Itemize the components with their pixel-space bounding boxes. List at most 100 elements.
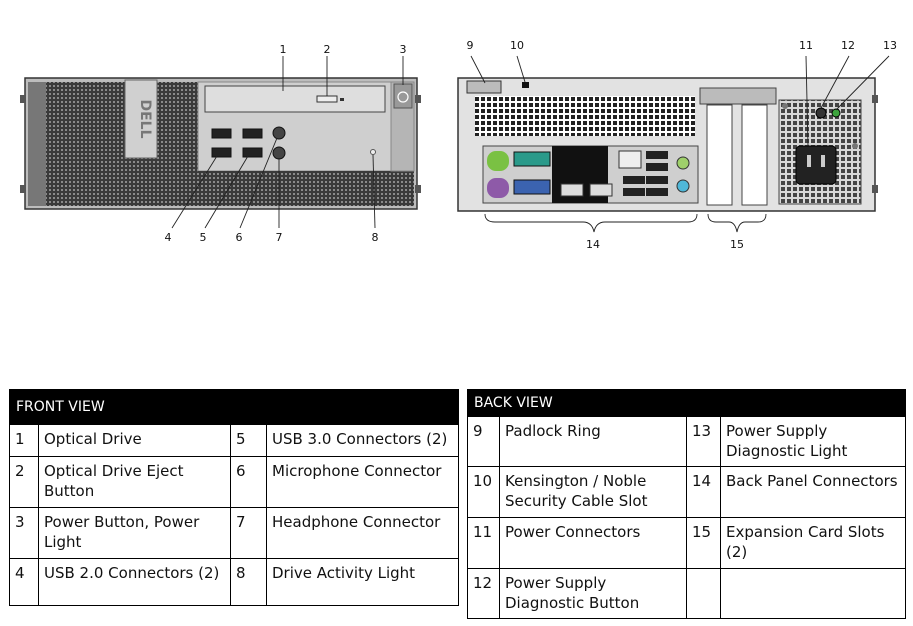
line-in-jack <box>676 179 690 193</box>
front-bottom-mesh <box>198 171 414 206</box>
rear-usb-port <box>646 176 668 184</box>
item-label: Optical Drive <box>38 424 231 457</box>
item-label: Power Button, Power Light <box>38 507 231 559</box>
serial-port <box>513 151 551 167</box>
displayport <box>589 183 613 197</box>
callout-12: 12 <box>841 39 855 52</box>
back-top-vent <box>475 96 695 136</box>
padlock-ring <box>466 80 502 94</box>
item-label: Power Supply Diagnostic Button <box>499 568 687 619</box>
line-out-jack <box>676 156 690 170</box>
item-label <box>720 568 906 619</box>
item-number: 9 <box>467 416 500 467</box>
front-view-table: FRONT VIEW 1 Optical Drive 5 USB 3.0 Con… <box>8 389 460 606</box>
usb-3-port <box>242 147 263 158</box>
table-row: 2 Optical Drive Eject Button 6 Microphon… <box>9 456 460 508</box>
callout-8: 8 <box>372 231 379 244</box>
table-row: 9 Padlock Ring 13 Power Supply Diagnosti… <box>467 416 906 467</box>
rear-usb-port <box>623 188 645 196</box>
callout-9: 9 <box>467 39 474 52</box>
callout-1: 1 <box>280 43 287 56</box>
dell-logo: DELL <box>137 99 153 138</box>
usb-3-port <box>242 128 263 139</box>
item-label: Kensington / Noble Security Cable Slot <box>499 466 687 518</box>
item-number: 6 <box>230 456 267 508</box>
item-number: 3 <box>9 507 39 559</box>
kensington-slot <box>522 82 529 88</box>
item-label: Back Panel Connectors <box>720 466 906 518</box>
item-label: Microphone Connector <box>265 456 460 508</box>
item-number: 15 <box>686 517 721 569</box>
item-number: 4 <box>9 558 39 606</box>
power-supply-diagnostic-button <box>815 107 827 119</box>
item-label: USB 3.0 Connectors (2) <box>265 424 460 457</box>
power-button <box>393 83 413 109</box>
item-number: 5 <box>230 424 267 457</box>
table-row: 3 Power Button, Power Light 7 Headphone … <box>9 507 460 559</box>
vga-port <box>513 179 551 195</box>
headphone-connector <box>272 146 286 160</box>
table-row: 1 Optical Drive 5 USB 3.0 Connectors (2) <box>9 424 460 457</box>
callout-4: 4 <box>165 231 172 244</box>
ps2-mouse-port <box>487 178 509 198</box>
item-number: 10 <box>467 466 500 518</box>
power-supply-diagnostic-light <box>831 108 841 118</box>
displayport <box>560 183 584 197</box>
callout-15: 15 <box>730 238 744 251</box>
usb-2-port <box>211 128 232 139</box>
ps2-keyboard-port <box>487 151 509 171</box>
usb-2-port <box>211 147 232 158</box>
microphone-connector <box>272 126 286 140</box>
callout-3: 3 <box>400 43 407 56</box>
back-view-table: BACK VIEW 9 Padlock Ring 13 Power Supply… <box>467 389 906 619</box>
callout-11: 11 <box>799 39 813 52</box>
item-number: 7 <box>230 507 267 559</box>
table-row: 4 USB 2.0 Connectors (2) 8 Drive Activit… <box>9 558 460 606</box>
drive-activity-light <box>370 149 376 155</box>
item-label: Headphone Connector <box>265 507 460 559</box>
rear-usb-port <box>646 188 668 196</box>
item-label: Power Connectors <box>499 517 687 569</box>
table-row: 12 Power Supply Diagnostic Button <box>467 568 906 619</box>
power-connector <box>795 145 837 185</box>
rear-usb-port <box>623 176 645 184</box>
front-view: DELL 1 2 3 <box>20 43 421 244</box>
network-port <box>618 150 642 169</box>
item-label: Padlock Ring <box>499 416 687 467</box>
callout-14: 14 <box>586 238 600 251</box>
computer-diagram: DELL 1 2 3 <box>20 39 897 251</box>
rear-usb-port <box>646 163 668 171</box>
item-number: 1 <box>9 424 39 457</box>
callout-5: 5 <box>200 231 207 244</box>
item-label: Optical Drive Eject Button <box>38 456 231 508</box>
item-label: USB 2.0 Connectors (2) <box>38 558 231 606</box>
item-number <box>686 568 721 619</box>
callout-7: 7 <box>276 231 283 244</box>
item-number: 12 <box>467 568 500 619</box>
back-view-title: BACK VIEW <box>467 389 906 417</box>
optical-drive-eject-button <box>316 95 338 103</box>
expansion-card-slot <box>699 87 777 105</box>
expansion-card-slot <box>706 104 733 206</box>
callout-2: 2 <box>324 43 331 56</box>
table-row: 10 Kensington / Noble Security Cable Slo… <box>467 466 906 518</box>
back-view: 9 10 11 12 13 14 15 <box>457 39 897 251</box>
item-number: 11 <box>467 517 500 569</box>
expansion-card-slot <box>741 104 768 206</box>
item-label: Expansion Card Slots (2) <box>720 517 906 569</box>
item-label: Power Supply Diagnostic Light <box>720 416 906 467</box>
rear-usb-port <box>646 151 668 159</box>
callout-13: 13 <box>883 39 897 52</box>
front-view-title: FRONT VIEW <box>8 389 460 425</box>
item-number: 14 <box>686 466 721 518</box>
item-label: Drive Activity Light <box>265 558 460 606</box>
front-left-mesh <box>28 82 198 206</box>
callout-6: 6 <box>236 231 243 244</box>
item-number: 13 <box>686 416 721 467</box>
dell-badge <box>124 79 158 159</box>
item-number: 8 <box>230 558 267 606</box>
callout-10: 10 <box>510 39 524 52</box>
optical-drive <box>204 85 386 113</box>
table-row: 11 Power Connectors 15 Expansion Card Sl… <box>467 517 906 569</box>
item-number: 2 <box>9 456 39 508</box>
